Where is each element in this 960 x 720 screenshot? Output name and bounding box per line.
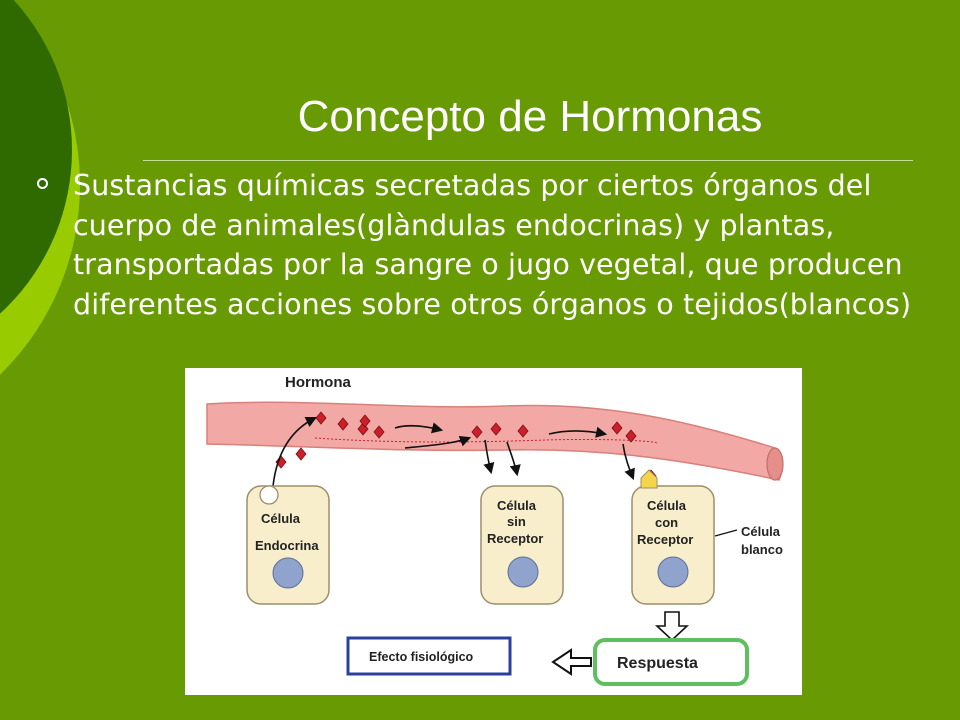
bullet-circle-icon [37, 178, 48, 189]
hormone-diamond [295, 447, 307, 461]
response-label: Respuesta [617, 655, 698, 672]
cell-without-receptor [480, 485, 564, 605]
hormone-diamond [611, 421, 623, 435]
endocrine-cell [246, 485, 330, 605]
left-arrow-icon [551, 648, 592, 676]
with-receptor-label-3: Receptor [637, 532, 693, 547]
flow-arrows [272, 416, 635, 487]
secretion-vesicle [259, 485, 279, 505]
hormone-diamond [359, 414, 371, 428]
hormone-diamond [517, 424, 529, 438]
slide-title: Concepto de Hormonas [297, 92, 763, 141]
cell-with-receptor [631, 485, 715, 605]
receptor-icon [640, 469, 658, 489]
vessel-inner-line [314, 437, 657, 444]
hormone-diamond [337, 417, 349, 431]
hormona-label: Hormona [285, 374, 351, 391]
hormone-diamond [471, 425, 483, 439]
response-box [593, 638, 749, 686]
hormone-diamond [490, 422, 502, 436]
bullet-text: Sustancias químicas secretadas por ciert… [73, 169, 912, 321]
down-arrow-icon [654, 611, 690, 642]
endocrine-nucleus [272, 557, 304, 589]
with-receptor-label-1: Célula [647, 498, 687, 513]
with-receptor-label-2: con [655, 515, 678, 530]
hormone-diamond [373, 425, 385, 439]
target-cell-label-1: Célula [741, 524, 781, 539]
target-cell-label-2: blanco [741, 542, 783, 557]
hormone-diagram: Hormona [185, 368, 802, 695]
hormone-diamond [315, 411, 327, 425]
endocrine-cell-label-1: Célula [261, 511, 301, 526]
with-receptor-nucleus [657, 556, 689, 588]
no-receptor-label-2: sin [507, 514, 526, 529]
vessel-opening [766, 447, 784, 481]
no-receptor-nucleus [507, 556, 539, 588]
effect-box [346, 636, 512, 676]
target-cell-pointer [714, 529, 738, 537]
endocrine-cell-label-2: Endocrina [255, 538, 319, 553]
title-divider [143, 160, 913, 161]
inner-circle-decoration [0, 0, 72, 314]
hormone-diamond [625, 429, 637, 443]
effect-label: Efecto fisiológico [369, 650, 474, 664]
blood-vessel [206, 401, 784, 481]
no-receptor-label-3: Receptor [487, 531, 543, 546]
no-receptor-label-1: Célula [497, 498, 537, 513]
